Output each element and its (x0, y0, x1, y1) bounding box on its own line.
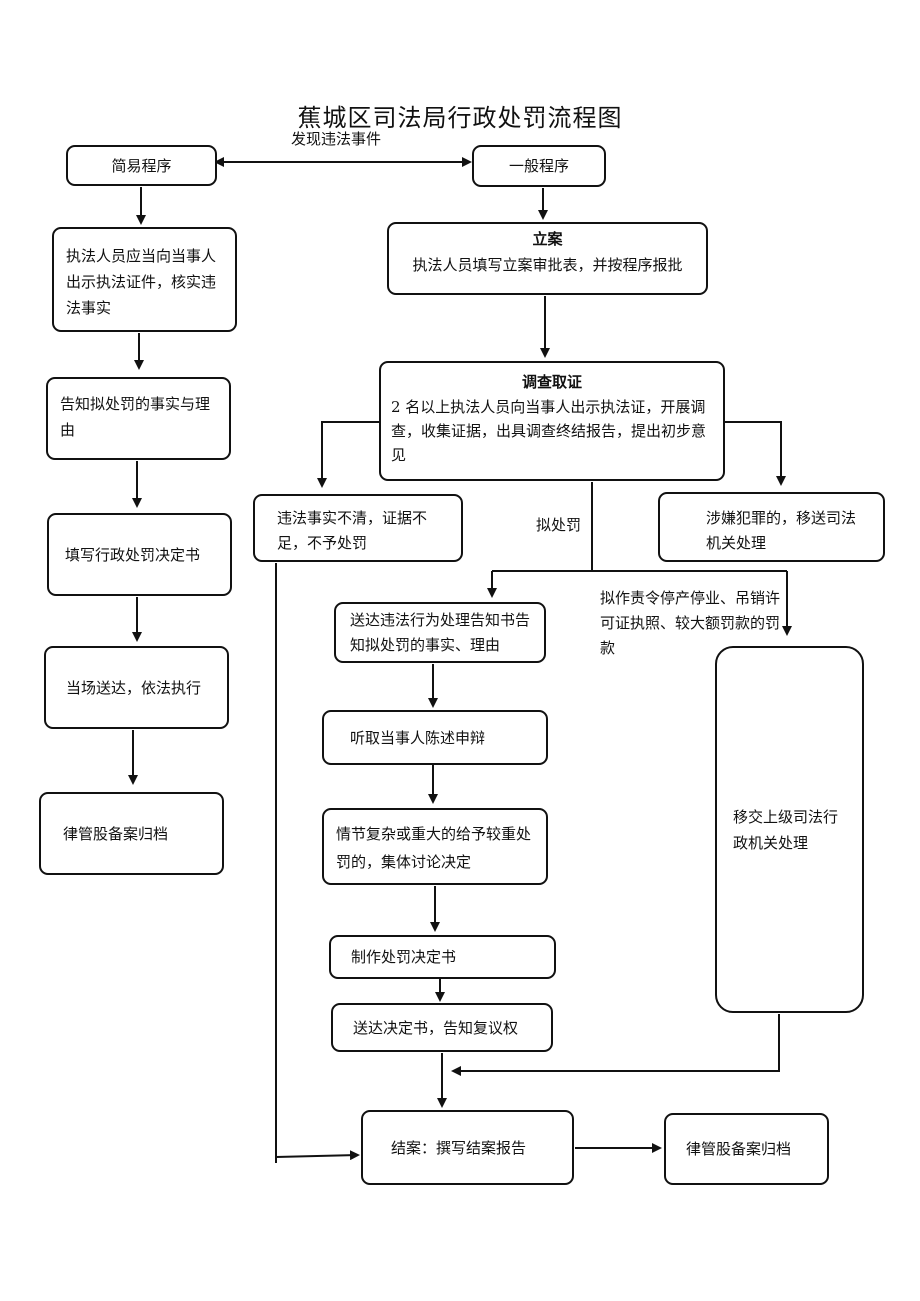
archive-general-text: 律管股备案归档 (686, 1140, 792, 1158)
no-penalty-text: 违法事实不清，证据不足，不予处罚 (277, 509, 428, 552)
notice-text: 送达违法行为处理告知书告知拟处罚的事实、理由 (350, 611, 531, 654)
deliver-onsite-box: 当场送达，依法执行 (44, 646, 229, 729)
transfer-higher-text: 移交上级司法行政机关处理 (733, 807, 839, 852)
show-credentials-box: 执法人员应当向当事人出示执法证件，核实违法事实 (52, 227, 237, 332)
investigation-title: 调查取证 (521, 373, 582, 391)
filing-text: 执法人员填写立案审批表，并按程序报批 (412, 256, 683, 274)
simple-procedure-label: 简易程序 (111, 156, 172, 175)
transfer-higher-box: 移交上级司法行政机关处理 (715, 646, 864, 1013)
no-penalty-box: 违法事实不清，证据不足，不予处罚 (253, 494, 463, 562)
archive-simple-text: 律管股备案归档 (63, 824, 169, 843)
investigation-box: 调查取证 2 名以上执法人员向当事人出示执法证，开展调查，收集证据，出具调查终结… (379, 361, 725, 481)
filing-box: 立案 执法人员填写立案审批表，并按程序报批 (387, 222, 708, 295)
general-procedure-box: 一般程序 (472, 145, 606, 187)
collective-text: 情节复杂或重大的给予较重处罚的，集体讨论决定 (336, 825, 532, 871)
propose-penalty-label: 拟处罚 (536, 516, 582, 534)
criminal-transfer-text: 涉嫌犯罪的，移送司法机关处理 (706, 509, 857, 552)
fill-decision-box: 填写行政处罚决定书 (47, 513, 232, 596)
inform-facts-text: 告知拟处罚的事实与理由 (60, 395, 211, 439)
make-decision-box: 制作处罚决定书 (329, 935, 556, 979)
severe-penalty-label: 拟作责令停产停业、吊销许可证执照、较大额罚款的罚款 (600, 589, 781, 657)
show-credentials-text: 执法人员应当向当事人出示执法证件，核实违法事实 (66, 247, 217, 317)
archive-simple-box: 律管股备案归档 (39, 792, 224, 875)
criminal-transfer-box: 涉嫌犯罪的，移送司法机关处理 (658, 492, 885, 562)
fill-decision-text: 填写行政处罚决定书 (65, 545, 201, 564)
arrow-criminal (725, 421, 786, 486)
deliver-onsite-text: 当场送达，依法执行 (66, 678, 202, 697)
archive-general-box: 律管股备案归档 (664, 1113, 829, 1185)
filing-title: 立案 (532, 230, 563, 248)
arrow-to-close (275, 1150, 360, 1161)
close-case-box: 结案：撰写结案报告 (361, 1110, 574, 1185)
discover-label: 发现违法事件 (291, 130, 382, 148)
investigation-text: 2 名以上执法人员向当事人出示执法证，开展调查，收集证据，出具调查终结报告，提出… (391, 398, 707, 464)
arrow-no-penalty (317, 421, 380, 488)
hearing-box: 听取当事人陈述申辩 (322, 710, 548, 765)
close-case-text: 结案：撰写结案报告 (391, 1138, 527, 1157)
make-decision-text: 制作处罚决定书 (351, 948, 457, 966)
deliver-decision-text: 送达决定书，告知复议权 (353, 1018, 519, 1037)
general-procedure-label: 一般程序 (508, 157, 569, 175)
hearing-text: 听取当事人陈述申辩 (350, 728, 486, 747)
deliver-decision-box: 送达决定书，告知复议权 (331, 1003, 553, 1052)
inform-facts-box: 告知拟处罚的事实与理由 (46, 377, 231, 460)
simple-procedure-box: 简易程序 (66, 145, 217, 186)
page-title: 蕉城区司法局行政处罚流程图 (297, 104, 623, 132)
collective-box: 情节复杂或重大的给予较重处罚的，集体讨论决定 (322, 808, 548, 885)
notice-box: 送达违法行为处理告知书告知拟处罚的事实、理由 (334, 602, 546, 663)
arrow-higher-return (451, 1014, 780, 1076)
